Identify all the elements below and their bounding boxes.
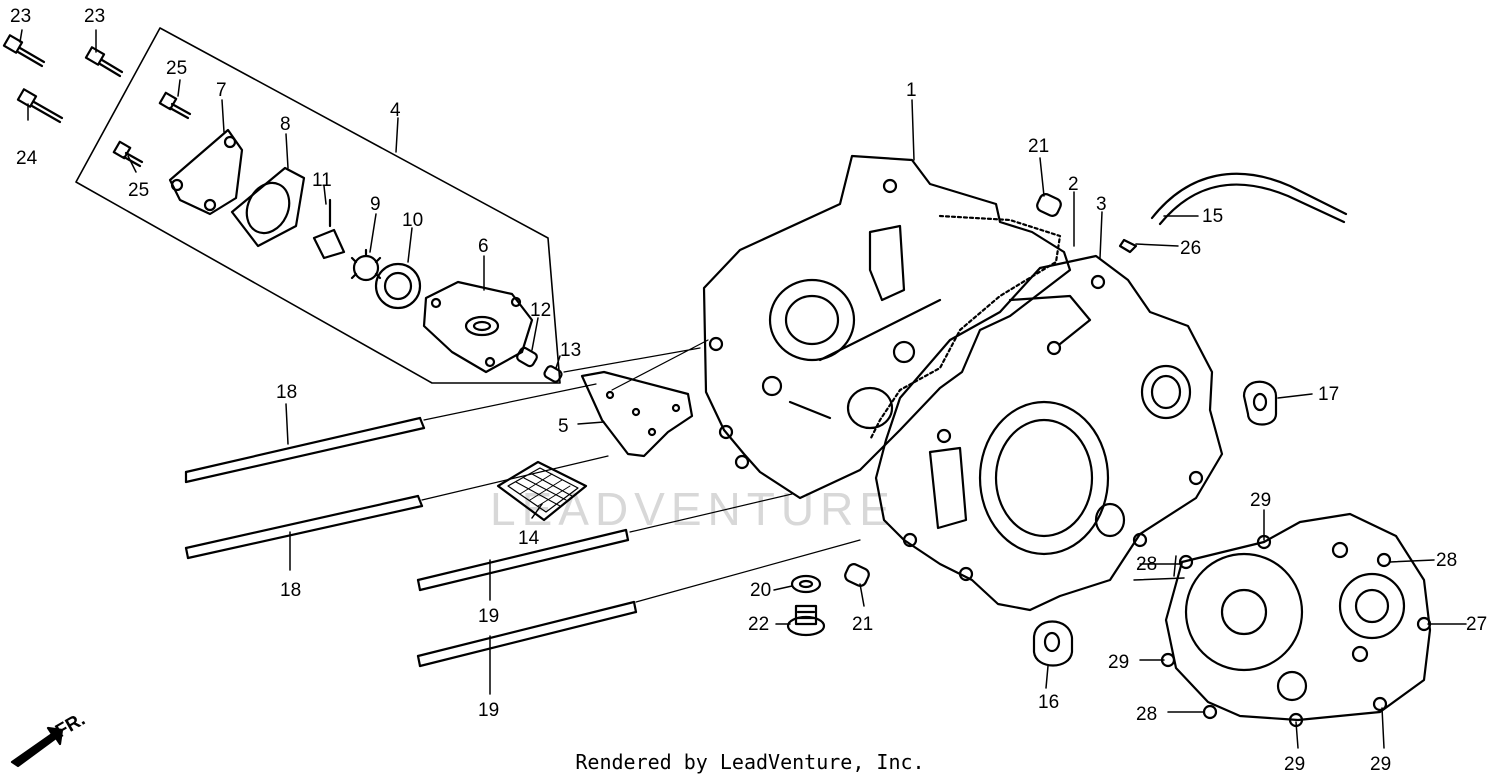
callout-23a: 23 <box>10 6 31 27</box>
part-26-clip <box>1118 238 1138 254</box>
part-11-shaft <box>312 198 346 260</box>
callout-21b: 21 <box>852 614 873 635</box>
callout-15: 15 <box>1202 206 1223 227</box>
callout-23b: 23 <box>84 6 105 27</box>
callout-19a: 19 <box>478 606 499 627</box>
callout-12: 12 <box>530 300 551 321</box>
part-20-washer <box>790 574 822 594</box>
callout-28c: 28 <box>1136 704 1157 725</box>
callout-10: 10 <box>402 210 423 231</box>
bolt-25a <box>158 91 192 120</box>
part-13-dowel <box>543 365 563 383</box>
callout-5: 5 <box>558 416 569 437</box>
part-15-tube <box>1150 172 1348 220</box>
callout-27: 27 <box>1466 614 1487 635</box>
part-9-rotor <box>352 254 380 282</box>
part-10-outer-rotor <box>374 262 422 310</box>
part-27-gasket <box>1164 512 1432 722</box>
part-14-screen <box>496 460 588 522</box>
part-1-left-crankcase <box>702 154 1072 500</box>
callout-2: 2 <box>1068 174 1079 195</box>
part-21-dowel-bottom <box>844 563 870 587</box>
part-3-right-crankcase <box>874 254 1224 612</box>
part-6-pump-body <box>422 280 534 374</box>
stud-19b <box>416 600 638 668</box>
group-bracket <box>75 27 561 384</box>
part-7-cover <box>168 128 244 216</box>
bolt-23b <box>84 46 124 78</box>
callout-16: 16 <box>1038 692 1059 713</box>
part-21-dowel-top <box>1036 193 1062 217</box>
callout-4: 4 <box>390 100 401 121</box>
stud-19a <box>416 528 630 592</box>
part-22-drain-bolt <box>786 604 826 637</box>
callout-28b: 28 <box>1136 554 1157 575</box>
stud-18b <box>184 494 424 560</box>
bolt-24 <box>16 88 64 124</box>
callout-25b: 25 <box>128 180 149 201</box>
callout-19b: 19 <box>478 700 499 721</box>
callout-25a: 25 <box>166 58 187 79</box>
callout-29d: 29 <box>1370 754 1391 775</box>
callout-3: 3 <box>1096 194 1107 215</box>
callout-6: 6 <box>478 236 489 257</box>
footer-credit: Rendered by LeadVenture, Inc. <box>575 750 925 774</box>
callout-7: 7 <box>216 80 227 101</box>
callout-1: 1 <box>906 80 917 101</box>
callout-28a: 28 <box>1436 550 1457 571</box>
callout-18a: 18 <box>276 382 297 403</box>
callout-29b: 29 <box>1108 652 1129 673</box>
part-2-gasket <box>868 214 1062 442</box>
callout-14: 14 <box>518 528 540 549</box>
callout-9: 9 <box>370 194 381 215</box>
part-12-dowel <box>516 346 538 368</box>
callout-21a: 21 <box>1028 136 1049 157</box>
stud-18a <box>184 416 426 484</box>
part-8-gasket <box>230 166 306 248</box>
bolt-25b <box>112 140 144 168</box>
callout-18b: 18 <box>280 580 301 601</box>
callout-13: 13 <box>560 340 581 361</box>
callout-22: 22 <box>748 614 769 635</box>
part-16-clamp <box>1032 620 1074 667</box>
bolt-23a <box>2 34 46 68</box>
callout-8: 8 <box>280 114 291 135</box>
callout-20: 20 <box>750 580 771 601</box>
callout-29a: 29 <box>1250 490 1271 511</box>
callout-17: 17 <box>1318 384 1339 405</box>
callout-11: 11 <box>312 170 332 191</box>
front-direction-arrow <box>10 726 64 768</box>
callout-24: 24 <box>16 148 38 169</box>
part-17-clamp <box>1242 380 1278 426</box>
callout-29c: 29 <box>1284 754 1305 775</box>
callout-26: 26 <box>1180 238 1201 259</box>
